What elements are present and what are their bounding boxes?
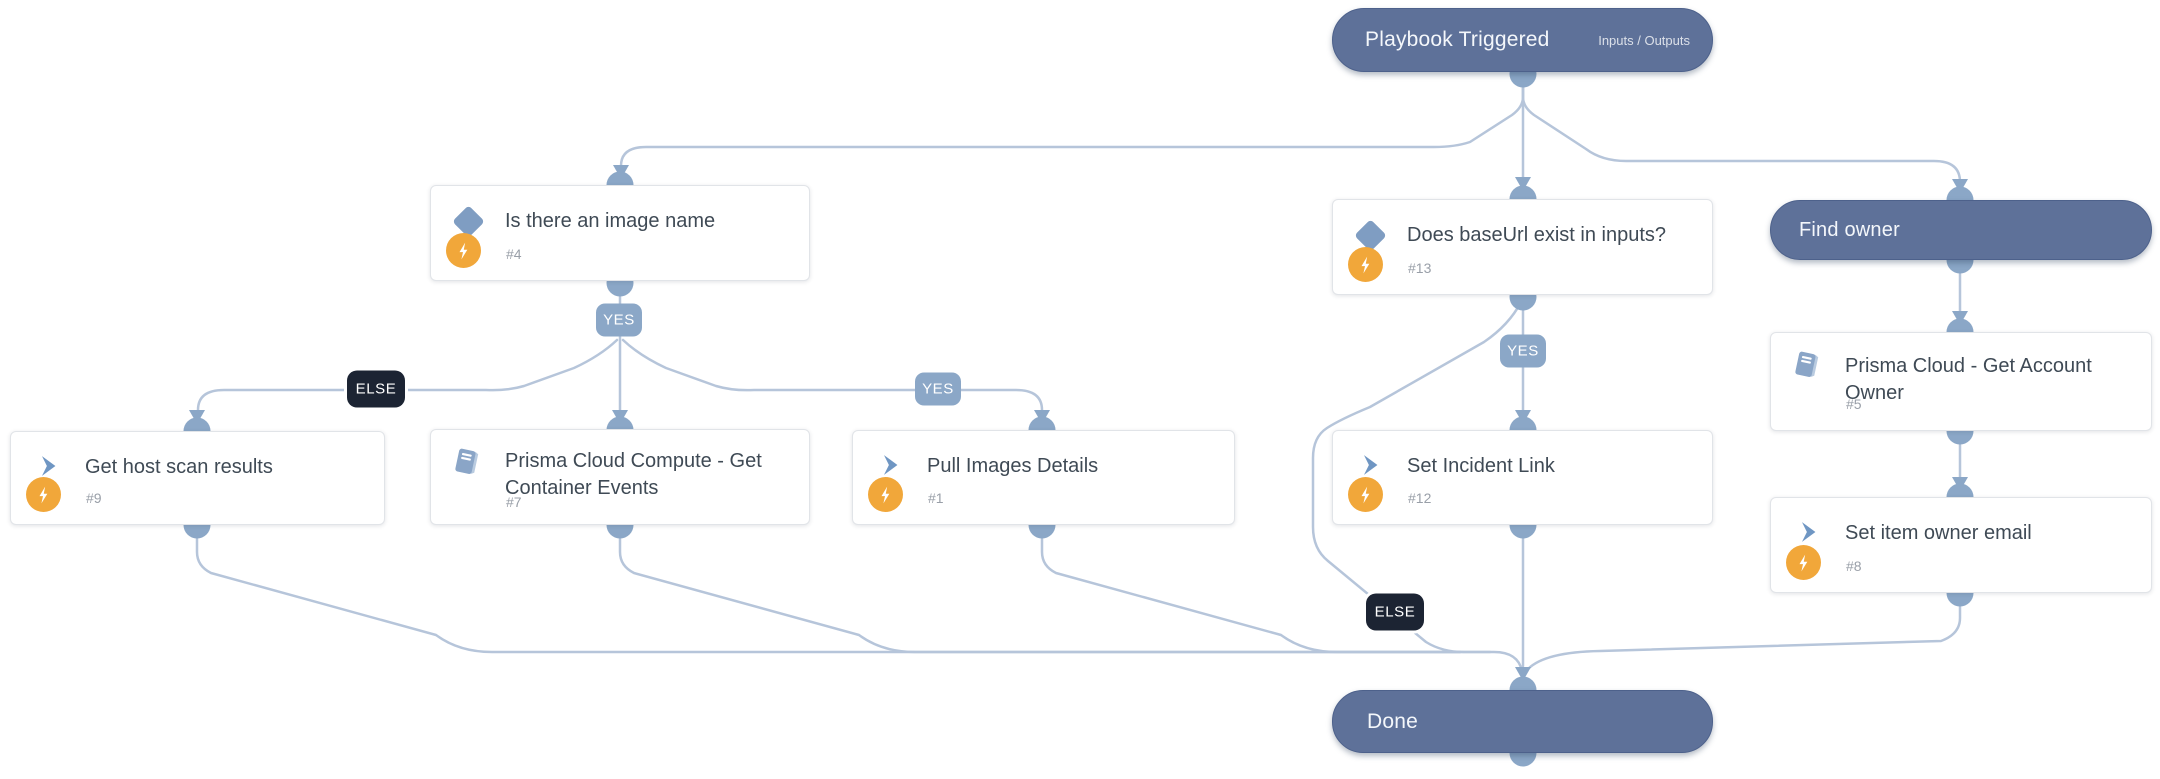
node-title: Find owner bbox=[1799, 218, 1900, 241]
task-number: #5 bbox=[1846, 396, 1862, 412]
sub-playbook-book-icon bbox=[451, 446, 483, 483]
edge-label-else: ELSE bbox=[1366, 593, 1424, 631]
node-title: Prisma Cloud - Get Account Owner bbox=[1845, 355, 2092, 404]
edge-trigger-to-cond-image bbox=[619, 72, 1525, 168]
node-title: Get host scan results bbox=[85, 456, 273, 478]
node-title: Set item owner email bbox=[1845, 522, 2032, 544]
node-condition-does-baseurl-exist[interactable]: Does baseUrl exist in inputs? #13 bbox=[1332, 199, 1713, 295]
automation-lightning-icon bbox=[1348, 247, 1383, 282]
task-number: #7 bbox=[506, 494, 522, 510]
automation-lightning-icon bbox=[26, 477, 61, 512]
edge-pull-images-to-done bbox=[1040, 526, 1462, 654]
edge-trigger-to-find-owner bbox=[1521, 72, 1962, 184]
task-number: #4 bbox=[506, 246, 522, 262]
automation-lightning-icon bbox=[868, 477, 903, 512]
node-title: Done bbox=[1367, 709, 1419, 733]
edge-cond-image-else-to-host-scan bbox=[196, 338, 619, 412]
node-title: Prisma Cloud Compute - Get Container Eve… bbox=[505, 450, 762, 499]
node-task-get-host-scan-results[interactable]: Get host scan results #9 bbox=[10, 431, 385, 525]
node-subplaybook-prisma-get-account-owner[interactable]: Prisma Cloud - Get Account Owner #5 bbox=[1770, 332, 2152, 431]
node-task-set-incident-link[interactable]: Set Incident Link #12 bbox=[1332, 430, 1713, 525]
task-chevron-icon bbox=[877, 451, 905, 484]
edge-container-events-to-done bbox=[618, 526, 1462, 654]
node-condition-is-there-an-image-name[interactable]: Is there an image name #4 bbox=[430, 185, 810, 281]
sub-playbook-book-icon bbox=[1791, 349, 1823, 386]
task-chevron-icon bbox=[35, 452, 63, 485]
node-task-pull-images-details[interactable]: Pull Images Details #1 bbox=[852, 430, 1235, 525]
node-section-find-owner[interactable]: Find owner bbox=[1770, 200, 2152, 260]
task-number: #1 bbox=[928, 490, 944, 506]
node-done[interactable]: Done bbox=[1332, 690, 1713, 753]
task-number: #12 bbox=[1408, 490, 1432, 506]
automation-lightning-icon bbox=[446, 233, 481, 268]
node-title: Is there an image name bbox=[505, 210, 716, 232]
task-number: #8 bbox=[1846, 558, 1862, 574]
inputs-outputs-link[interactable]: Inputs / Outputs bbox=[1598, 32, 1690, 48]
node-title: Does baseUrl exist in inputs? bbox=[1407, 224, 1667, 246]
node-subplaybook-prisma-container-events[interactable]: Prisma Cloud Compute - Get Container Eve… bbox=[430, 429, 810, 525]
node-title: Playbook Triggered bbox=[1365, 28, 1550, 51]
edge-label-yes: YES bbox=[1500, 334, 1546, 368]
task-chevron-icon bbox=[1795, 518, 1823, 551]
edge-label-yes: YES bbox=[596, 303, 642, 337]
edge-set-owner-email-to-done bbox=[1523, 594, 1962, 675]
edge-host-scan-to-done bbox=[195, 526, 1524, 673]
automation-lightning-icon bbox=[1786, 545, 1821, 580]
edge-cond-image-yes-to-pull-images bbox=[621, 338, 1044, 412]
task-number: #13 bbox=[1408, 260, 1432, 276]
automation-lightning-icon bbox=[1348, 477, 1383, 512]
node-title: Set Incident Link bbox=[1407, 455, 1555, 477]
edge-label-else: ELSE bbox=[347, 370, 405, 408]
node-task-set-item-owner-email[interactable]: Set item owner email #8 bbox=[1770, 497, 2152, 593]
task-number: #9 bbox=[86, 490, 102, 506]
edge-label-yes: YES bbox=[915, 372, 961, 406]
node-title: Pull Images Details bbox=[927, 455, 1099, 477]
node-playbook-triggered[interactable]: Playbook Triggered Inputs / Outputs bbox=[1332, 8, 1713, 72]
